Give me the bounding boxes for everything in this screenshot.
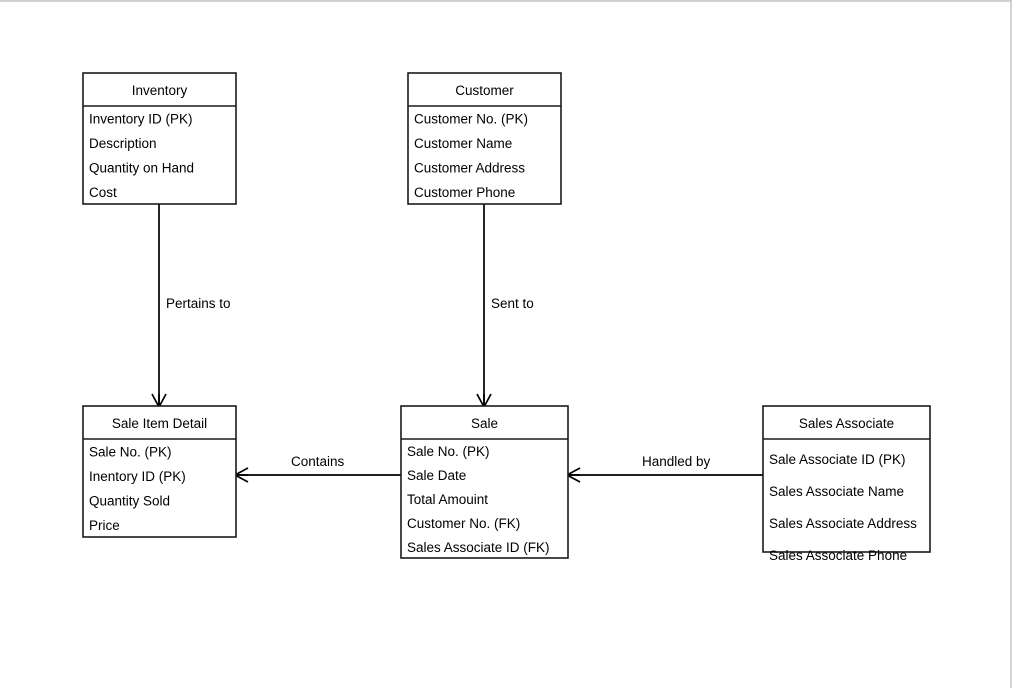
crowfoot-prong	[476, 393, 485, 408]
relationship-label: Handled by	[642, 454, 711, 469]
entity-box	[407, 72, 562, 205]
crowfoot-prong	[234, 474, 249, 483]
entity-attribute: Sale Date	[407, 468, 466, 483]
crowfoot-prong	[158, 393, 167, 408]
relationship-contains[interactable]: Contains	[233, 454, 413, 483]
entity-attribute: Sale No. (PK)	[407, 444, 490, 459]
crowfoot-prong	[483, 393, 492, 408]
entity-box	[82, 72, 237, 205]
relationship-label: Pertains to	[166, 296, 231, 311]
crowfoot-prong	[566, 474, 581, 483]
entity-box	[762, 405, 931, 553]
entity-attribute: Customer No. (PK)	[414, 112, 528, 127]
relationship-label: Sent to	[491, 296, 534, 311]
relationship-sent-to[interactable]: Sent to	[475, 192, 534, 434]
entity-attribute: Quantity Sold	[89, 494, 170, 509]
entity-attribute: Inentory ID (PK)	[89, 469, 186, 484]
relationship-label: Contains	[291, 454, 345, 469]
entity-attribute: Customer Phone	[414, 185, 515, 200]
relationship-pertains-to[interactable]: Pertains to	[150, 192, 231, 434]
entity-box	[400, 405, 569, 559]
crowfoot-prong	[566, 467, 581, 476]
entity-attribute: Sales Associate Phone	[769, 548, 907, 563]
crowfoot-prong	[151, 393, 160, 408]
entity-title: Customer	[455, 83, 514, 98]
crowfoot-prong	[234, 467, 249, 476]
entity-attribute: Price	[89, 518, 120, 533]
entity-attribute: Sale No. (PK)	[89, 445, 172, 460]
entity-attribute: Cost	[89, 185, 117, 200]
entity-attribute: Sale Associate ID (PK)	[769, 452, 906, 467]
relationship-handled-by[interactable]: Handled by	[540, 454, 775, 484]
entity-attribute: Sales Associate ID (FK)	[407, 540, 550, 555]
entity-attribute: Inventory ID (PK)	[89, 112, 193, 127]
entity-title: Sale Item Detail	[112, 416, 207, 431]
entity-title: Sale	[471, 416, 498, 431]
entity-box	[82, 405, 237, 538]
entity-attribute: Quantity on Hand	[89, 161, 194, 176]
entity-attribute: Customer Name	[414, 136, 512, 151]
entity-attribute: Description	[89, 136, 157, 151]
entity-attribute: Total Amouint	[407, 492, 488, 507]
entity-attribute: Customer Address	[414, 161, 525, 176]
entity-title: Inventory	[132, 83, 188, 98]
entity-attribute: Sales Associate Name	[769, 484, 904, 499]
entity-attribute: Customer No. (FK)	[407, 516, 520, 531]
entity-title: Sales Associate	[799, 416, 894, 431]
entity-attribute: Sales Associate Address	[769, 516, 917, 531]
